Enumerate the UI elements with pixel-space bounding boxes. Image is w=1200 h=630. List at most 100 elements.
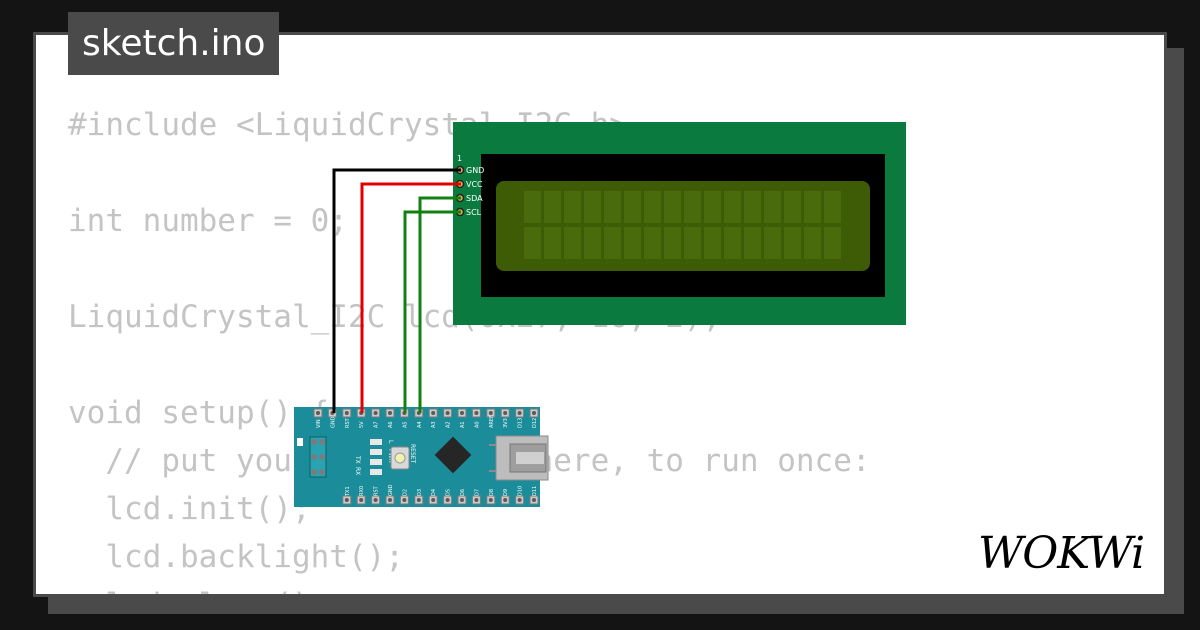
nano-pin-hole [460,411,464,415]
nano-pin-hole [373,411,378,415]
nano-pin-label: RST [345,417,351,428]
nano-pin-label: A4 [417,421,423,428]
nano-pin-label: D9 [503,489,509,496]
nano-pin-hole [474,411,479,415]
lcd-character-cell [644,191,661,223]
nano-pin-hole [503,411,508,415]
lcd-character-cell [684,191,701,223]
nano-pin-label: A2 [446,421,452,428]
nano-pin-hole [359,498,364,502]
lcd-1602-i2c[interactable]: 1 GND VCC SDA SCL [453,122,906,325]
nano-pin-hole [402,498,407,502]
lcd-character-cell [564,191,581,223]
nano-pin-label: D8 [489,489,495,496]
lcd-character-grid [524,191,841,259]
nano-pin-hole [517,498,522,502]
led-label-tx: TX [354,455,361,464]
nano-pin-label: D6 [460,489,466,496]
lcd-character-cell [684,227,701,259]
nano-pin-hole [445,498,450,502]
nano-pin-label: 3V3 [503,418,509,428]
nano-pin-hole [532,411,536,415]
code-line: lcd.clear(); [68,581,871,594]
lcd-character-cell [604,227,621,259]
lcd-pin-label: SDA [466,194,483,203]
lcd-character-cell [764,227,781,259]
nano-marker [297,438,303,446]
wokwi-logo: WOKWi [978,528,1145,579]
led-label-rx: RX [354,467,361,475]
lcd-character-cell [524,227,541,259]
code-line: lcd.backlight(); [68,539,404,575]
nano-pin-hole [416,498,421,502]
lcd-pin-label: GND [466,166,484,175]
reset-button[interactable] [390,446,410,470]
nano-pin-label: D12 [532,418,538,428]
icsp-header [309,436,327,478]
nano-pin-label: RST [374,485,380,496]
lcd-character-cell [744,191,761,223]
lcd-character-cell [664,227,681,259]
lcd-pin-label: SCL [466,208,482,217]
nano-pin-hole [474,498,479,502]
nano-pin-label: A0 [474,421,480,428]
nano-pin-hole [388,498,392,502]
sketch-filename-tab[interactable]: sketch.ino [68,12,280,75]
lcd-character-cell [664,191,681,223]
lcd-character-cell [704,227,721,259]
lcd-character-cell [764,191,781,223]
nano-pin-hole [388,411,392,415]
lcd-character-cell [624,191,641,223]
lcd-character-cell [744,227,761,259]
nano-pin-label: GND [388,484,394,496]
lcd-character-cell [564,227,581,259]
nano-pin-label: TX1 [345,486,351,497]
nano-pin-label: D11 [532,486,538,496]
lcd-character-cell [824,227,841,259]
arduino-nano[interactable]: D12D133V3AREFA0A1A2A3A4A5A6A75VRSTGNDVIN… [294,407,549,507]
lcd-character-cell [524,191,541,223]
lcd-character-cell [544,191,561,223]
nano-pin-hole [431,411,436,415]
atmega-chip [434,436,472,474]
nano-pin-hole [431,498,436,502]
nano-pin-label: A7 [374,421,380,428]
nano-pin-hole [344,411,349,415]
reset-label: RESET [409,444,416,464]
wire-sda[interactable] [418,196,461,413]
nano-pin-label: VIN [316,419,322,428]
code-background: #include <LiquidCrystal_I2C.h>int number… [68,101,871,594]
nano-pin-label: RX0 [359,486,365,496]
usb-connector[interactable] [489,435,549,481]
lcd-character-cell [544,227,561,259]
nano-pin-hole [373,498,378,502]
nano-pin-label: D3 [417,489,423,496]
wires [332,168,461,413]
lcd-pin1-label: 1 [457,154,462,163]
lcd-character-cell [584,191,601,223]
nano-pin-hole [503,498,508,502]
nano-pin-hole [316,411,320,415]
nano-pin-label: D7 [474,489,480,496]
wire-gnd[interactable] [332,168,461,413]
nano-pin-label: D13 [518,418,524,428]
nano-pin-hole [517,411,522,415]
nano-pin-hole [488,498,493,502]
led-label-l: L [387,440,394,444]
nano-pin-label: D2 [402,489,408,496]
lcd-character-cell [584,227,601,259]
lcd-character-cell [604,191,621,223]
nano-pin-label: AREF [489,415,495,428]
wire-scl[interactable] [403,210,461,413]
lcd-character-cell [704,191,721,223]
lcd-character-cell [724,191,741,223]
wire-vcc[interactable] [360,182,461,413]
code-line: void setup() { [68,395,330,431]
nano-pin-label: A5 [402,421,408,428]
nano-pin-hole [460,498,464,502]
lcd-pin-label: VCC [466,180,483,189]
nano-pin-label: A6 [388,421,394,428]
